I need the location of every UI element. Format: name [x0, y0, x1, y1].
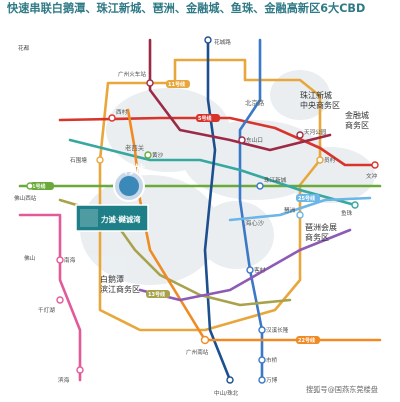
station-keyun[interactable]: 客村: [246, 266, 266, 274]
station-fangcun[interactable]: 芳村站: [112, 162, 145, 202]
station-label: 客村: [254, 266, 266, 274]
station-nanhai[interactable]: 南海: [56, 256, 76, 264]
line-25: [228, 196, 372, 222]
line-5: [58, 116, 377, 167]
station-label: 珠江新城: [264, 176, 287, 184]
station-yuanjiang[interactable]: 员村: [316, 156, 336, 164]
station-guangzhou-hcz[interactable]: 广州火车站: [118, 70, 154, 87]
station-label: 西村: [116, 108, 128, 116]
station-shiweitang[interactable]: 石围塘: [70, 156, 104, 164]
station-foshan-w[interactable]: 佛山西站: [14, 182, 37, 202]
line-8: [68, 138, 357, 207]
watermark: 搜狐号@国燕东莞楼盘: [306, 385, 378, 394]
station-label: 东山口: [246, 136, 263, 144]
station-zhujiangxc[interactable]: 珠江新城: [256, 176, 287, 190]
line-guangfo: [18, 213, 82, 382]
line-2: [203, 38, 232, 382]
line-tag-25: 25号线: [298, 195, 315, 202]
district-labels: 珠江新城 中央商务区 金融城 商务区 琶洲会展 商务区 白鹅潭 滨江商务区 老西…: [100, 90, 369, 294]
station-label: 南海: [64, 256, 76, 264]
station-label: 佛山西站: [14, 194, 37, 202]
compass-north-label: 花都: [18, 44, 30, 52]
station-wenchong[interactable]: 文冲: [366, 161, 379, 180]
line-tag-bg: [166, 80, 190, 88]
line-tag-5: 5号线: [198, 115, 211, 122]
station-label: 琶洲: [284, 207, 296, 214]
district-jinrongcheng-2: 商务区: [345, 120, 369, 130]
station-guangzhou-south[interactable]: 广州南站: [186, 335, 210, 357]
project-logo-icon: [80, 209, 98, 227]
district-haixinsha: 海心沙: [245, 218, 265, 227]
station-xicun[interactable]: 西村: [108, 108, 128, 122]
compass-west-label: 佛山: [24, 254, 35, 262]
station-shiqiao[interactable]: 市桥: [258, 356, 278, 364]
district-pazhou-1: 琶洲会展: [305, 222, 337, 232]
station-binhai[interactable]: 滨海: [58, 366, 84, 384]
district-baietan-2: 滨江商务区: [100, 284, 140, 294]
headline: 快速串联白鹅潭、珠江新城、琶洲、金融城、鱼珠、金融高新区6大CBD: [7, 1, 365, 15]
station-label: 鱼珠: [341, 209, 353, 217]
station-zhongshan[interactable]: 中山/珠北: [214, 376, 239, 397]
line-11: [98, 58, 322, 332]
district-zhujiang-2: 中央商务区: [300, 100, 340, 110]
district-baietan-1: 白鹅潭: [100, 274, 124, 284]
district-jinrongcheng-1: 金融城: [345, 110, 369, 120]
station-label: 广州南站: [186, 348, 209, 356]
station-label: 黄沙: [152, 151, 164, 159]
station-label: 万博: [266, 376, 278, 384]
line-tags: 11号线 5号线 1号线 25号线 22号线 13号线: [30, 80, 320, 344]
district-laoxiguan: 老西关: [125, 143, 145, 152]
line-tag-1: 1号线: [32, 183, 45, 190]
hub-label: 芳村站: [112, 162, 145, 176]
project-badge: [75, 204, 149, 232]
district-zhujiang-1: 珠江新城: [300, 90, 332, 100]
station-label: 广州火车站: [118, 70, 146, 78]
line-tag-22: 22号线: [298, 337, 315, 344]
station-label: 文冲: [366, 172, 378, 180]
station-label: 千灯湖: [38, 306, 55, 314]
district-blobs: [80, 70, 375, 285]
station-qiandeng[interactable]: 千灯湖: [38, 296, 64, 314]
station-pazhou[interactable]: 琶洲: [284, 207, 304, 219]
station-wanbo[interactable]: 万博: [258, 376, 278, 384]
project-marker[interactable]: 力诚·樾诚湾: [75, 204, 149, 232]
district-pazhou-2: 商务区: [305, 232, 329, 242]
station-label: 天河公园: [304, 128, 327, 136]
station-label: 石围塘: [70, 156, 87, 164]
station-huaduqiao[interactable]: 花城路: [204, 36, 231, 46]
station-label: 市桥: [266, 356, 278, 364]
station-label: 滨海: [58, 376, 70, 384]
station-hanxi[interactable]: 汉溪长隆: [258, 326, 289, 334]
compass: 花都 佛山: [18, 44, 35, 262]
station-label: 花城路: [214, 38, 231, 46]
line-tag-13: 13号线: [148, 291, 165, 298]
station-tianhe-park[interactable]: 天河公园: [296, 128, 327, 139]
station-label: 中山/珠北: [214, 389, 239, 397]
stations: 芳村站 黄沙 西村 石围塘 广州火车站 东山口 珠江新城 员村: [14, 36, 379, 397]
district-beijinglu: 北京路: [245, 98, 265, 107]
station-yuzhu[interactable]: 鱼珠: [341, 201, 359, 217]
project-label: 力诚·樾诚湾: [101, 215, 141, 224]
station-label: 汉溪长隆: [266, 326, 289, 334]
station-huangsha[interactable]: 黄沙: [144, 151, 164, 159]
station-label: 员村: [324, 156, 336, 164]
station-dongshan[interactable]: 东山口: [238, 136, 263, 144]
line-tag-11: 11号线: [168, 81, 185, 88]
